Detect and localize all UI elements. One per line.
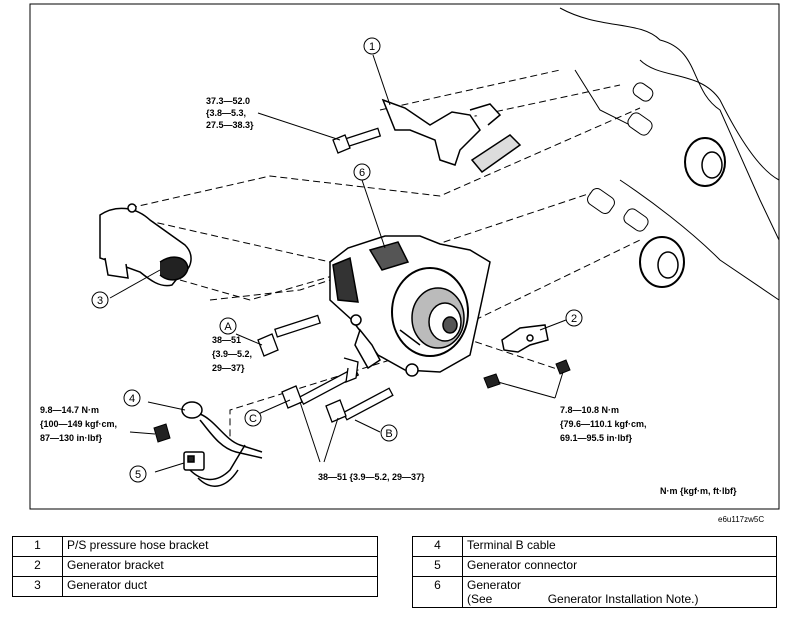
terminal-b-cable	[181, 401, 263, 487]
callout-2: 2	[565, 309, 583, 327]
bolt-a	[257, 314, 321, 357]
callout-1: 1	[363, 37, 381, 55]
legend-number: 4	[412, 536, 463, 557]
legend-name: Generator duct	[62, 576, 378, 597]
svg-text:5: 5	[135, 469, 141, 481]
svg-text:7.8—10.8 N·m: 7.8—10.8 N·m	[560, 405, 619, 415]
svg-text:{100—149 kgf·cm,: {100—149 kgf·cm,	[40, 419, 117, 429]
legend-number: 2	[12, 556, 63, 577]
legend-name-generator: Generator	[467, 578, 522, 592]
units-note: N·m {kgf·m, ft·lbf}	[660, 486, 737, 496]
callout-6: 6	[353, 163, 371, 181]
svg-text:C: C	[249, 413, 257, 425]
svg-text:B: B	[385, 428, 392, 440]
legend-row: 5 Generator connector	[412, 556, 777, 577]
legend-name: P/S pressure hose bracket	[62, 536, 378, 557]
leader-lines	[109, 54, 567, 473]
svg-text:37.3—52.0: 37.3—52.0	[206, 96, 250, 106]
torque-spec-bracket-2: 7.8—10.8 N·m {79.6—110.1 kgf·cm, 69.1—95…	[560, 405, 647, 443]
diagram-frame	[29, 3, 780, 510]
svg-text:4: 4	[129, 393, 135, 405]
callout-3: 3	[91, 291, 109, 309]
torque-spec-bracket-1: 37.3—52.0 {3.8—5.3, 27.5—38.3}	[206, 96, 254, 130]
svg-text:2: 2	[571, 313, 577, 325]
legend-name: Generator connector	[462, 556, 777, 577]
terminal-nut	[153, 423, 171, 443]
legend-row: 3 Generator duct	[12, 576, 378, 597]
svg-text:{3.9—5.2,: {3.9—5.2,	[212, 349, 252, 359]
legend-number: 1	[12, 536, 63, 557]
generator-duct	[99, 203, 192, 287]
svg-text:87—130 in·lbf}: 87—130 in·lbf}	[40, 433, 103, 443]
svg-text:38—51: 38—51	[212, 335, 241, 345]
svg-text:3: 3	[97, 295, 103, 307]
idler-pulley-lower	[639, 236, 685, 288]
callout-b: B	[380, 424, 398, 442]
legend-row: 4 Terminal B cable	[412, 536, 777, 557]
bracket-bolts	[483, 359, 571, 389]
legend-name: Generator (See Generator Installation No…	[462, 576, 777, 608]
svg-text:6: 6	[359, 167, 365, 179]
svg-text:29—37}: 29—37}	[212, 363, 245, 373]
svg-text:{79.6—110.1 kgf·cm,: {79.6—110.1 kgf·cm,	[560, 419, 647, 429]
legend-name: Generator bracket	[62, 556, 378, 577]
legend-name: Terminal B cable	[462, 536, 777, 557]
callout-4: 4	[123, 389, 141, 407]
legend-row: 2 Generator bracket	[12, 556, 378, 577]
svg-text:A: A	[224, 321, 232, 333]
legend-left: 1 P/S pressure hose bracket 2 Generator …	[12, 536, 378, 597]
torque-spec-bolts-b-c: 38—51 {3.9—5.2, 29—37}	[318, 472, 425, 482]
legend-number: 5	[412, 556, 463, 577]
legend-number: 3	[12, 576, 63, 597]
legend-number: 6	[412, 576, 463, 608]
figure-code: e6u117zw5C	[718, 515, 765, 524]
callout-5: 5	[129, 465, 147, 483]
legend-row: 1 P/S pressure hose bracket	[12, 536, 378, 557]
torque-spec-bolt-a: 38—51 {3.9—5.2, 29—37}	[212, 335, 252, 373]
exploded-diagram: 1 6 3 A 2 4 C B 5 37.3—52.0 {3.8—5.3, 27…	[29, 3, 780, 510]
bolt-b	[325, 387, 394, 423]
spacer-sleeves	[587, 82, 654, 232]
ps-hose-bracket	[381, 98, 522, 174]
idler-pulley-upper	[684, 137, 726, 187]
svg-text:27.5—38.3}: 27.5—38.3}	[206, 120, 254, 130]
svg-text:1: 1	[369, 41, 375, 53]
bolt-1	[332, 127, 382, 154]
engine-outline	[559, 7, 780, 301]
legend-row: 6 Generator (See Generator Installation …	[412, 576, 777, 608]
legend-note: (See Generator Installation Note.)	[467, 592, 772, 606]
svg-text:{3.8—5.3,: {3.8—5.3,	[206, 108, 246, 118]
installation-note-link[interactable]: Generator Installation Note.)	[547, 592, 699, 606]
legend-right: 4 Terminal B cable 5 Generator connector…	[412, 536, 777, 608]
bolt-c	[281, 367, 360, 409]
torque-spec-terminal: 9.8—14.7 N·m {100—149 kgf·cm, 87—130 in·…	[40, 405, 117, 443]
svg-text:69.1—95.5 in·lbf}: 69.1—95.5 in·lbf}	[560, 433, 633, 443]
callout-a: A	[219, 317, 237, 335]
legend-note-prefix: (See	[467, 592, 493, 606]
callout-c: C	[244, 409, 262, 427]
cable-clip	[343, 357, 359, 384]
generator	[329, 235, 491, 377]
generator-bracket	[501, 324, 549, 353]
generator-connector	[183, 451, 205, 471]
svg-text:9.8—14.7 N·m: 9.8—14.7 N·m	[40, 405, 99, 415]
